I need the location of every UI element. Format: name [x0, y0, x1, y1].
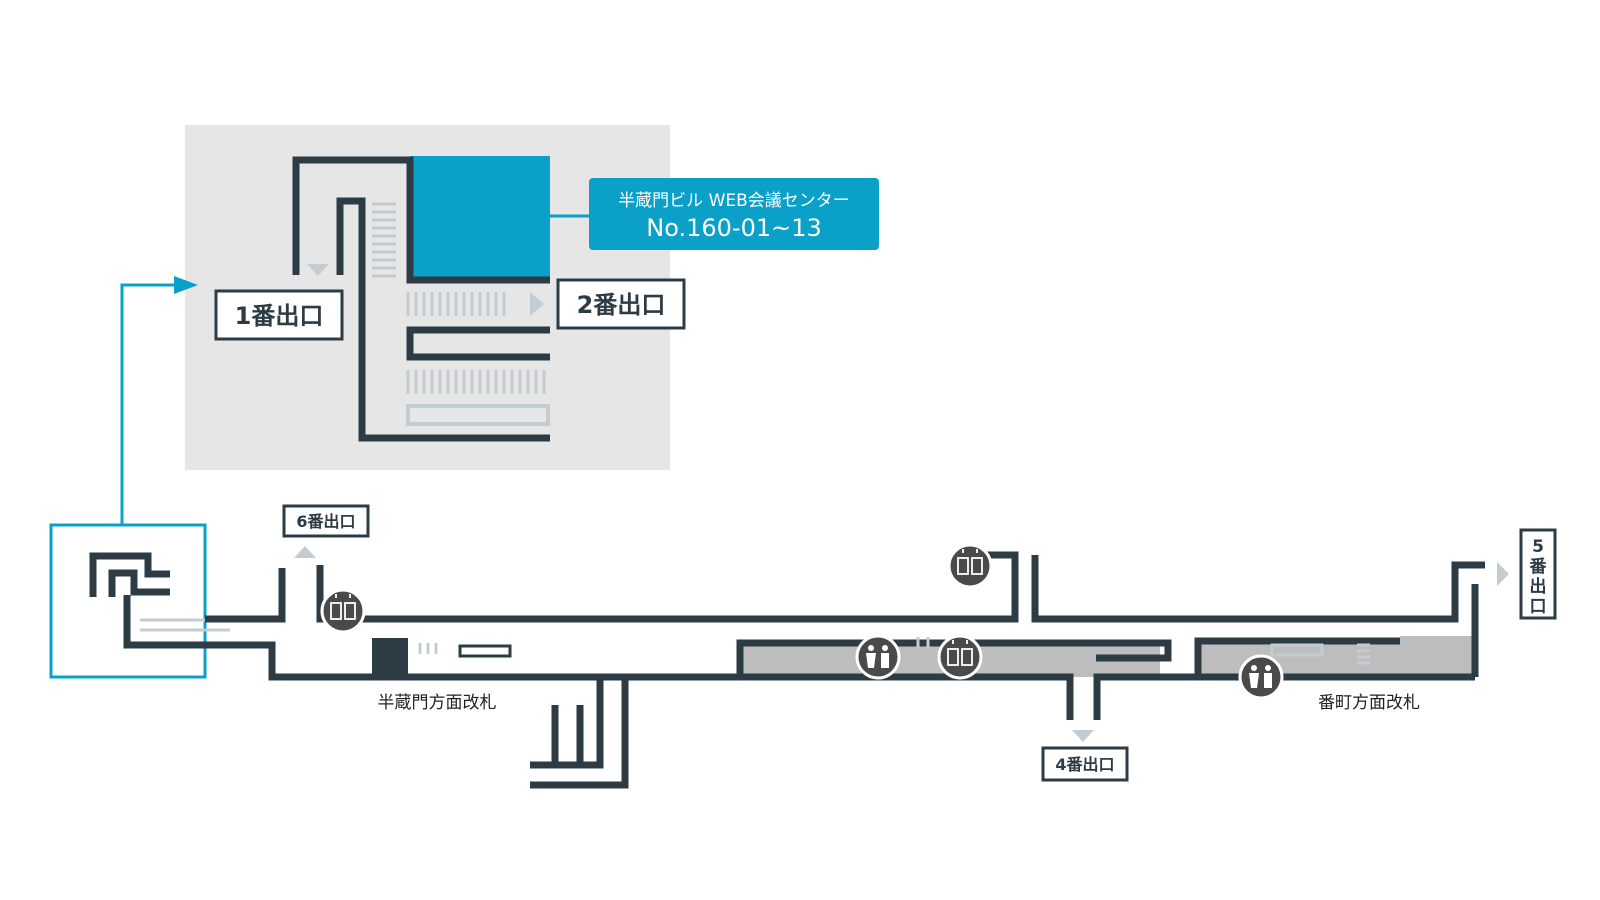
- exit4-text: 4番出口: [1055, 755, 1114, 774]
- exit2-direction-arrow: [530, 292, 544, 316]
- exit1-label[interactable]: 1番出口: [214, 289, 344, 341]
- escalator-right: [1270, 643, 1324, 657]
- inset-wall-outer: [292, 156, 550, 284]
- gate-markers-center: [916, 637, 930, 648]
- exit6-label[interactable]: 6番出口: [282, 504, 370, 538]
- exit6-text: 6番出口: [296, 512, 355, 531]
- elevator-icon[interactable]: [947, 543, 993, 589]
- callout-room-number: No.160-01~13: [646, 214, 822, 242]
- exit5-char-1: 5: [1532, 537, 1544, 557]
- inset-stairs-horizontal-upper: [406, 292, 506, 316]
- corridor-bottom-wall-4: [625, 673, 1074, 720]
- corridor-bottom-wall-3: [530, 705, 584, 769]
- corridor-inner-wall-right: [1194, 637, 1400, 677]
- hanzomon-gate-label: 半蔵門方面改札: [378, 693, 497, 713]
- elevator-icon[interactable]: [320, 588, 366, 634]
- inset-wall-inner: [336, 197, 550, 442]
- inset-stairs-horizontal-lower: [406, 370, 546, 394]
- exit4-direction-arrow: [1072, 730, 1094, 742]
- zoom-connector: [49, 276, 207, 679]
- exit4-label[interactable]: 4番出口: [1041, 746, 1129, 782]
- exit5-char-2: 番: [1529, 557, 1548, 577]
- restroom-icon[interactable]: [1238, 654, 1284, 700]
- exit2-text: 2番出口: [577, 291, 666, 319]
- corridor-bottom-wall: [205, 641, 629, 789]
- mini-wall-inner: [108, 569, 170, 597]
- mini-wall-middle: [123, 595, 205, 649]
- bancho-gate-label: 番町方面改札: [1318, 693, 1420, 713]
- callout-box: [589, 178, 879, 250]
- mini-wall-outer: [89, 552, 170, 597]
- exit1-direction-arrow: [307, 264, 329, 276]
- meeting-center-area[interactable]: [410, 156, 550, 280]
- exit5-direction-arrow: [1497, 562, 1509, 586]
- inset-escalator: [406, 404, 550, 426]
- inset-wall-middle: [406, 326, 550, 361]
- corridor-top-wall-2: [316, 551, 1019, 623]
- exit5-char-4: 口: [1530, 597, 1547, 617]
- gate-barrier-left: [458, 644, 512, 658]
- ticket-machine-block: [372, 638, 408, 676]
- corridor-top-wall-3: [1031, 555, 1485, 623]
- connector-arrowhead: [174, 276, 198, 294]
- corridor-top-wall: [205, 568, 286, 623]
- elevator-icon[interactable]: [937, 634, 983, 680]
- corridor-bottom-wall-5: [1093, 673, 1475, 720]
- connector-line: [120, 283, 185, 524]
- meeting-center-callout[interactable]: 半蔵門ビル WEB会議センター No.160-01~13: [550, 178, 879, 250]
- platform-area-right-raised: [1400, 636, 1475, 654]
- exit1-text: 1番出口: [235, 302, 324, 330]
- exit5-label[interactable]: 5 番 出 口: [1519, 528, 1557, 620]
- zoom-area-frame: [49, 523, 207, 679]
- main-concourse: [89, 546, 1509, 789]
- corridor-inner-wall: [736, 639, 1172, 677]
- restroom-icon[interactable]: [855, 634, 901, 680]
- stairs-right: [1357, 643, 1370, 665]
- inset-panel: 1番出口 2番出口: [185, 125, 686, 470]
- gate-markers-left: [418, 643, 438, 654]
- exit5-char-3: 出: [1530, 576, 1547, 597]
- callout-title: 半蔵門ビル WEB会議センター: [618, 191, 850, 211]
- exit2-label[interactable]: 2番出口: [556, 278, 686, 330]
- inset-stairs-vertical: [372, 202, 396, 278]
- exit6-direction-arrow: [294, 546, 316, 558]
